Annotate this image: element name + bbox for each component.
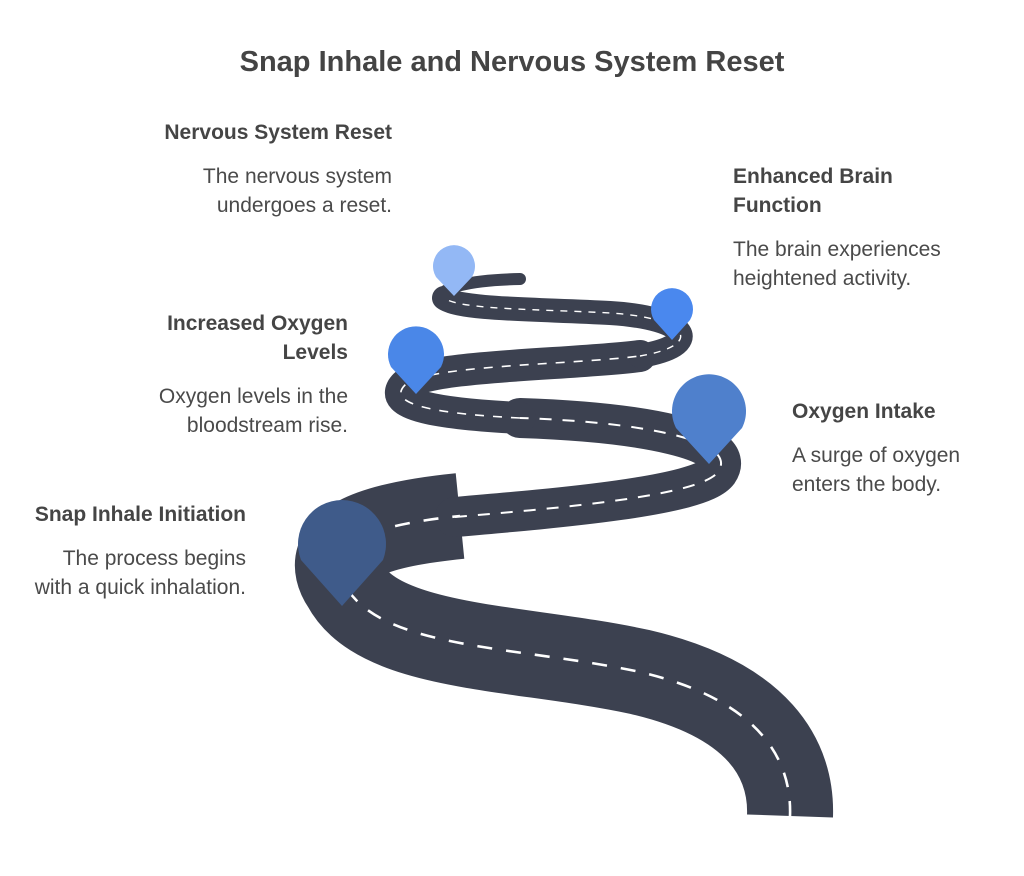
stage-description: The nervous system undergoes a reset. [202,165,392,217]
stage-title: Nervous System Reset [164,121,392,144]
diagram-title: Snap Inhale and Nervous System Reset [239,46,785,78]
stage-description: The process begins with a quick inhalati… [34,547,246,599]
stage-enhanced-brain: Enhanced Brain Function The brain experi… [733,162,953,293]
map-pin-icon [388,326,444,394]
map-pin-icon [651,288,694,340]
stage-title: Increased Oxygen Levels [167,312,348,364]
stage-title: Snap Inhale Initiation [34,503,246,526]
map-pin-icon [433,245,476,296]
stage-nervous-reset: Nervous System Reset The nervous system … [160,118,392,220]
map-pin-icon [298,500,387,606]
stage-title: Enhanced Brain Function [733,165,893,217]
stage-snap-inhale: Snap Inhale Initiation The process begin… [20,500,246,602]
stage-oxygen-intake: Oxygen Intake A surge of oxygen enters t… [792,397,1002,499]
stage-increased-oxygen: Increased Oxygen Levels Oxygen levels in… [110,309,348,440]
stage-description: Oxygen levels in the bloodstream rise. [158,385,348,437]
stage-description: The brain experiences heightened activit… [733,238,941,290]
stage-description: A surge of oxygen enters the body. [792,444,961,496]
map-pin-icon [672,374,746,464]
stage-title: Oxygen Intake [792,400,936,423]
